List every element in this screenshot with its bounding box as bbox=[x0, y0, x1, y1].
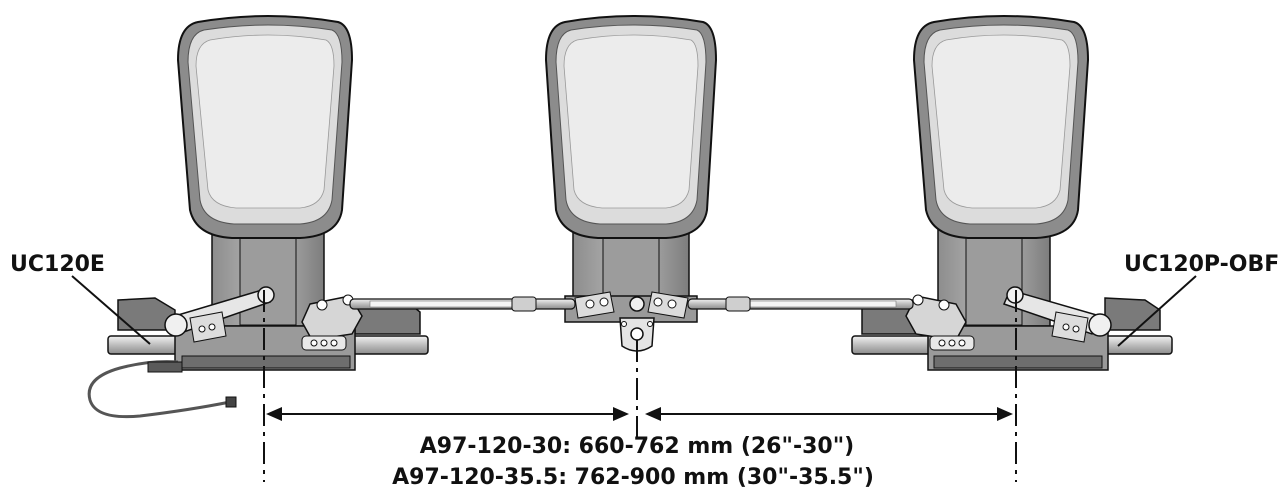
center-engine bbox=[544, 15, 718, 352]
right-engine bbox=[851, 15, 1173, 371]
left-engine-cable bbox=[87, 360, 231, 419]
dimension-line-1: A97-120-30: 660-762 mm (26"-30") bbox=[420, 434, 854, 459]
centerlines bbox=[263, 290, 1017, 482]
leader-lines bbox=[71, 275, 1197, 347]
dimension-line-2: A97-120-35.5: 762-900 mm (30"-35.5") bbox=[392, 465, 874, 490]
right-engine-label: UC120P-OBF bbox=[1124, 252, 1279, 277]
left-engine bbox=[87, 15, 429, 419]
left-tie-bar bbox=[349, 296, 576, 312]
right-tie-bar bbox=[687, 296, 914, 312]
dimension-arrows bbox=[266, 407, 1013, 421]
left-engine-label: UC120E bbox=[10, 252, 105, 277]
